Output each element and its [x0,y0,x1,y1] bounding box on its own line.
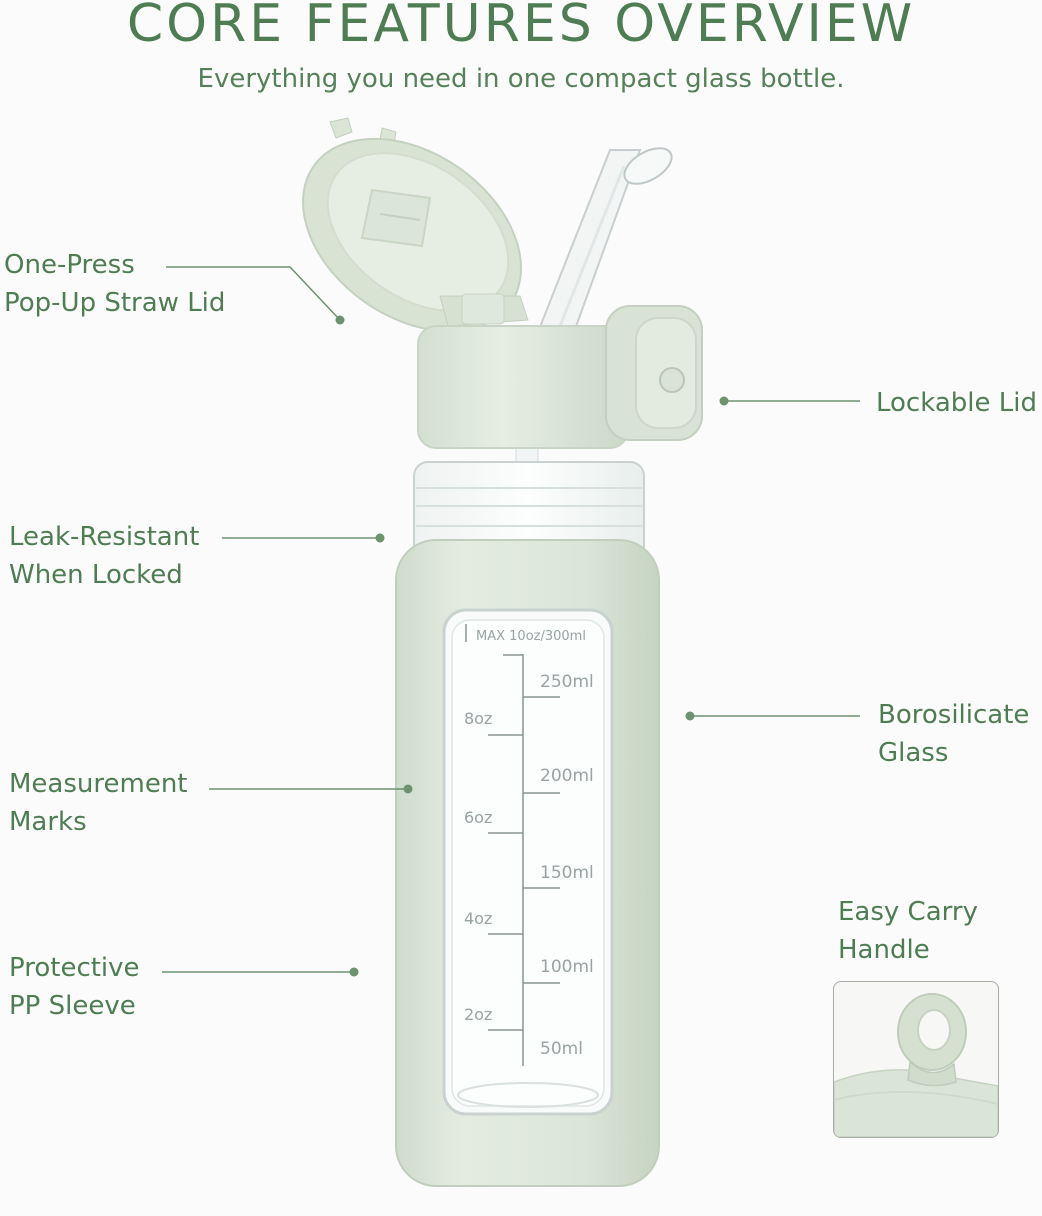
feature-label-measurement: Measurement Marks [9,765,188,841]
page-subtitle: Everything you need in one compact glass… [197,64,845,94]
scale-oz-label: 4oz [464,909,492,928]
feature-label-line: Protective [9,953,140,983]
feature-label-sleeve: Protective PP Sleeve [9,949,140,1025]
feature-label-line: Leak-Resistant [9,522,200,552]
leader-dot [335,315,345,325]
feature-label-leak-resistant: Leak-Resistant When Locked [9,518,199,594]
scale-oz-label: 8oz [464,709,492,728]
feature-label-line: Borosilicate [878,700,1030,730]
measurement-scale [465,624,560,1066]
feature-label-easy-carry: Easy Carry Handle [838,893,978,969]
leader-dot [685,711,695,721]
leader-dot [403,784,413,794]
leader-dot [719,396,729,406]
cap-base [417,305,703,449]
feature-label-one-press: One-Press Pop-Up Straw Lid [4,246,225,322]
scale-ml-label: 250ml [540,672,594,692]
feature-label-line: Pop-Up Straw Lid [4,288,226,318]
feature-label-line: PP Sleeve [9,991,136,1021]
scale-ml-label: 200ml [540,766,594,786]
page-title: CORE FEATURES OVERVIEW [126,0,916,54]
scale-ml-label: 50ml [540,1039,583,1059]
scale-oz-label: 2oz [464,1005,492,1024]
feature-label-line: Handle [838,935,930,965]
feature-label-line: Measurement [9,769,188,799]
feature-label-line: Lockable Lid [876,388,1037,418]
handle-closeup-inset [833,981,999,1138]
feature-label-lockable: Lockable Lid [876,384,1037,422]
flip-lid [302,117,529,333]
leader-dot [375,533,385,543]
leader-line-one-press [166,266,341,321]
feature-label-borosilicate: Borosilicate Glass [878,696,1029,772]
carry-handle-icon [834,993,998,1137]
feature-label-line: When Locked [9,560,183,590]
feature-label-line: One-Press [4,250,135,280]
scale-oz-label: 6oz [464,808,492,827]
protective-sleeve [395,539,660,1187]
scale-ml-label: 150ml [540,863,594,883]
feature-label-line: Marks [9,807,87,837]
feature-label-line: Glass [878,738,949,768]
leader-dot [349,967,359,977]
feature-label-line: Easy Carry [838,897,978,927]
scale-max-label: MAX 10oz/300ml [476,629,586,644]
scale-ml-label: 100ml [540,957,594,977]
